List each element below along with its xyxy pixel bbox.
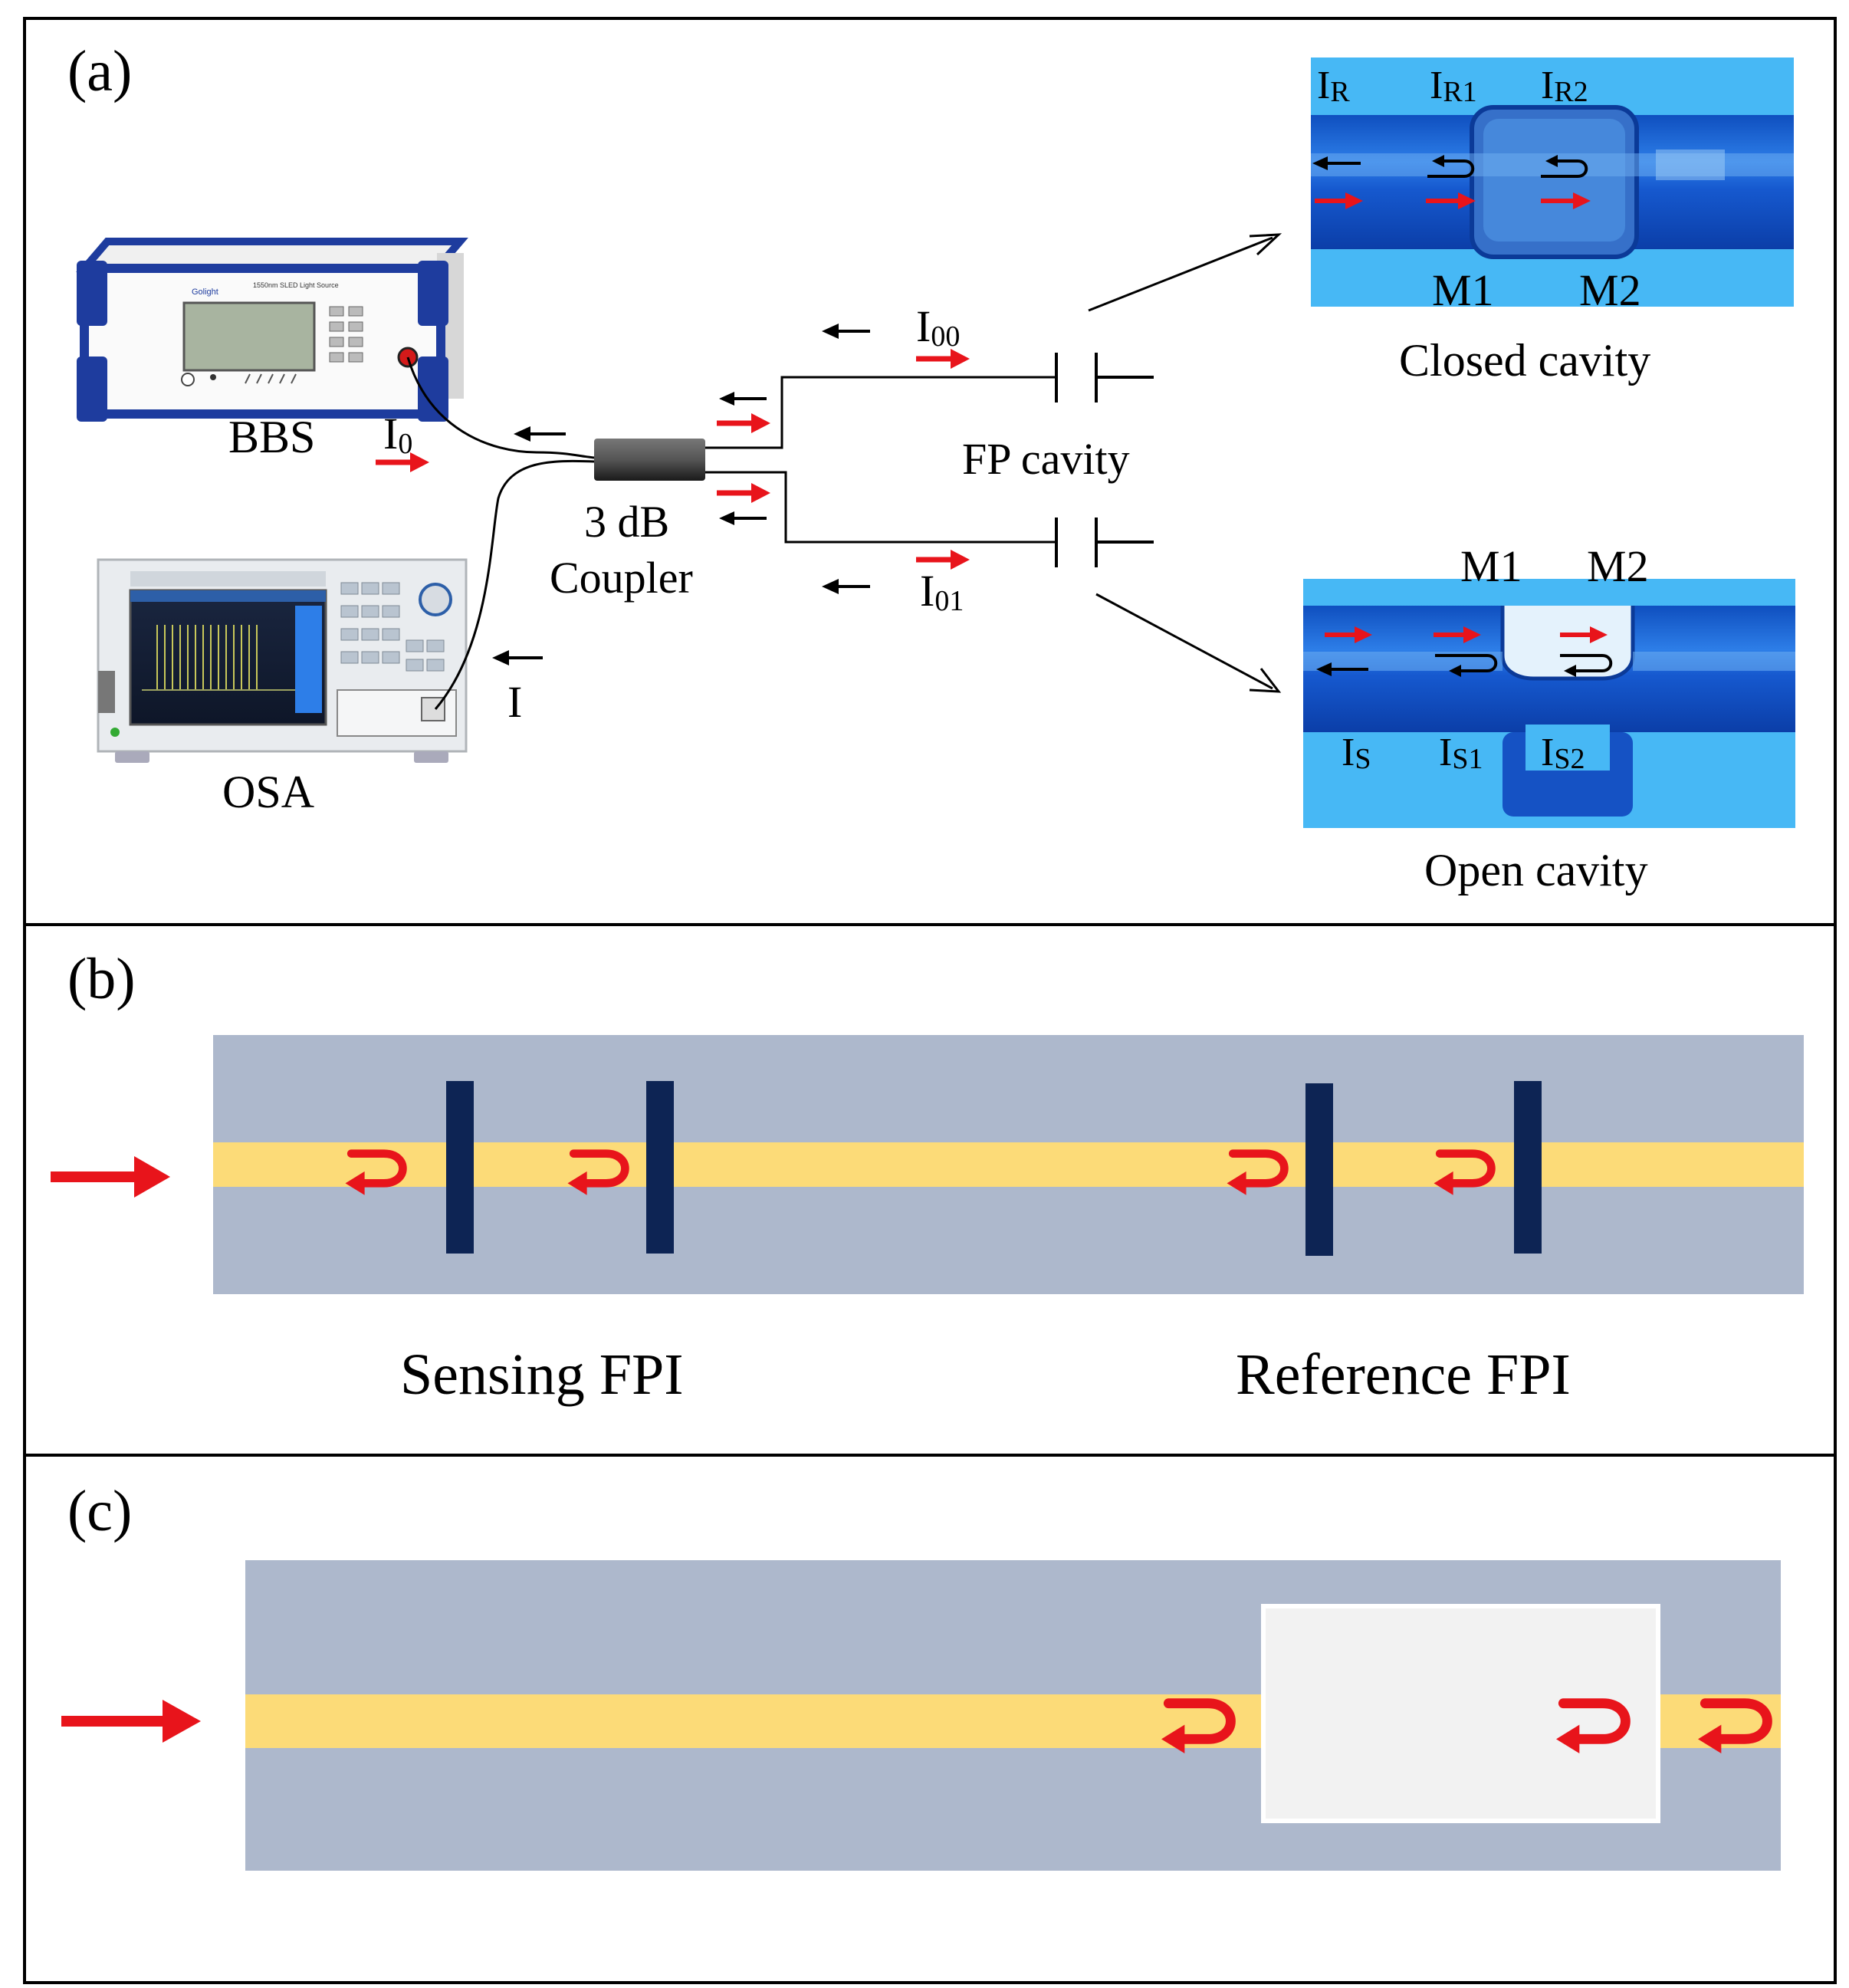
fiber-osa-to-coupler (434, 459, 595, 710)
coupler-label-line2: Coupler (550, 553, 693, 603)
pointer-to-open-cavity (1095, 593, 1282, 693)
panel-a-tag: (a) (67, 39, 132, 104)
i01-label: I01 (920, 566, 964, 617)
i-label: I (507, 677, 522, 727)
i0-red-arrow (376, 452, 429, 472)
fp-cavity-label: FP cavity (962, 434, 1130, 484)
arrow-lower-red (717, 483, 770, 503)
closed-m2-label: M2 (1579, 265, 1641, 315)
mirror-reference-2 (1514, 1081, 1542, 1254)
open-is2-label: IS2 (1541, 731, 1585, 775)
open-m1-label: M1 (1460, 541, 1522, 591)
bbs-brand: Golight (192, 288, 218, 297)
open-cavity-micrograph (1303, 579, 1795, 828)
mirror-sensing-1 (446, 1081, 474, 1254)
i00-red-arrow (916, 349, 970, 369)
mirror-reference-1 (1305, 1083, 1333, 1256)
i01-black-arrow (822, 579, 870, 594)
fiber-branch-lower (705, 471, 1056, 544)
arrow-upper-black (719, 392, 767, 406)
i0-label: I0 (383, 409, 412, 460)
open-m2-label: M2 (1587, 541, 1649, 591)
closed-ir1-label: IR1 (1430, 64, 1477, 108)
input-arrow-b (51, 1156, 170, 1198)
fiber-branch-upper (705, 376, 1056, 449)
panel-c: (c) (23, 1454, 1837, 1984)
panel-b: (b) Sensing FPI Reference FPI (23, 923, 1837, 1457)
panel-c-tag: (c) (67, 1479, 132, 1543)
fiber-bbs-to-coupler (406, 357, 595, 459)
pointer-to-closed-cavity (1088, 233, 1282, 312)
panel-a: (a) Golight 1550nm SLED Light Source (23, 17, 1837, 926)
open-is-label: IS (1342, 731, 1371, 775)
osa-label: OSA (222, 767, 314, 817)
closed-cavity-caption: Closed cavity (1399, 335, 1650, 386)
reference-fpi-label: Reference FPI (1236, 1342, 1571, 1407)
closed-m1-label: M1 (1432, 265, 1494, 315)
closed-ir-label: IR (1317, 64, 1350, 108)
closed-cavity-micrograph (1311, 58, 1794, 307)
i00-black-arrow (822, 324, 870, 339)
open-cavity-arrows (1316, 626, 1613, 677)
i00-label: I00 (916, 301, 960, 353)
air-cavity (1261, 1604, 1660, 1823)
i01-red-arrow (916, 550, 970, 570)
bbs-device-title: 1550nm SLED Light Source (253, 281, 339, 289)
fp-cavity-symbol-upper (1055, 353, 1154, 403)
closed-ir2-label: IR2 (1541, 64, 1588, 108)
panel-b-tag: (b) (67, 947, 136, 1011)
open-is1-label: IS1 (1439, 731, 1483, 775)
input-arrow-c (61, 1700, 201, 1743)
mirror-sensing-2 (646, 1081, 674, 1254)
bbs-device: Golight 1550nm SLED Light Source (76, 238, 468, 422)
i-black-arrow (492, 650, 543, 665)
back-arrow-to-bbs (514, 426, 566, 442)
osa-device (97, 558, 468, 763)
bbs-label: BBS (228, 412, 315, 462)
open-cavity-caption: Open cavity (1424, 845, 1648, 895)
closed-cavity-arrows (1312, 155, 1591, 209)
fp-cavity-symbol-lower (1055, 518, 1154, 567)
arrow-lower-black (719, 511, 767, 525)
arrow-upper-red (717, 413, 770, 433)
sensing-fpi-label: Sensing FPI (400, 1342, 684, 1407)
coupler-body (594, 439, 705, 481)
coupler-label-line1: 3 dB (584, 497, 669, 547)
